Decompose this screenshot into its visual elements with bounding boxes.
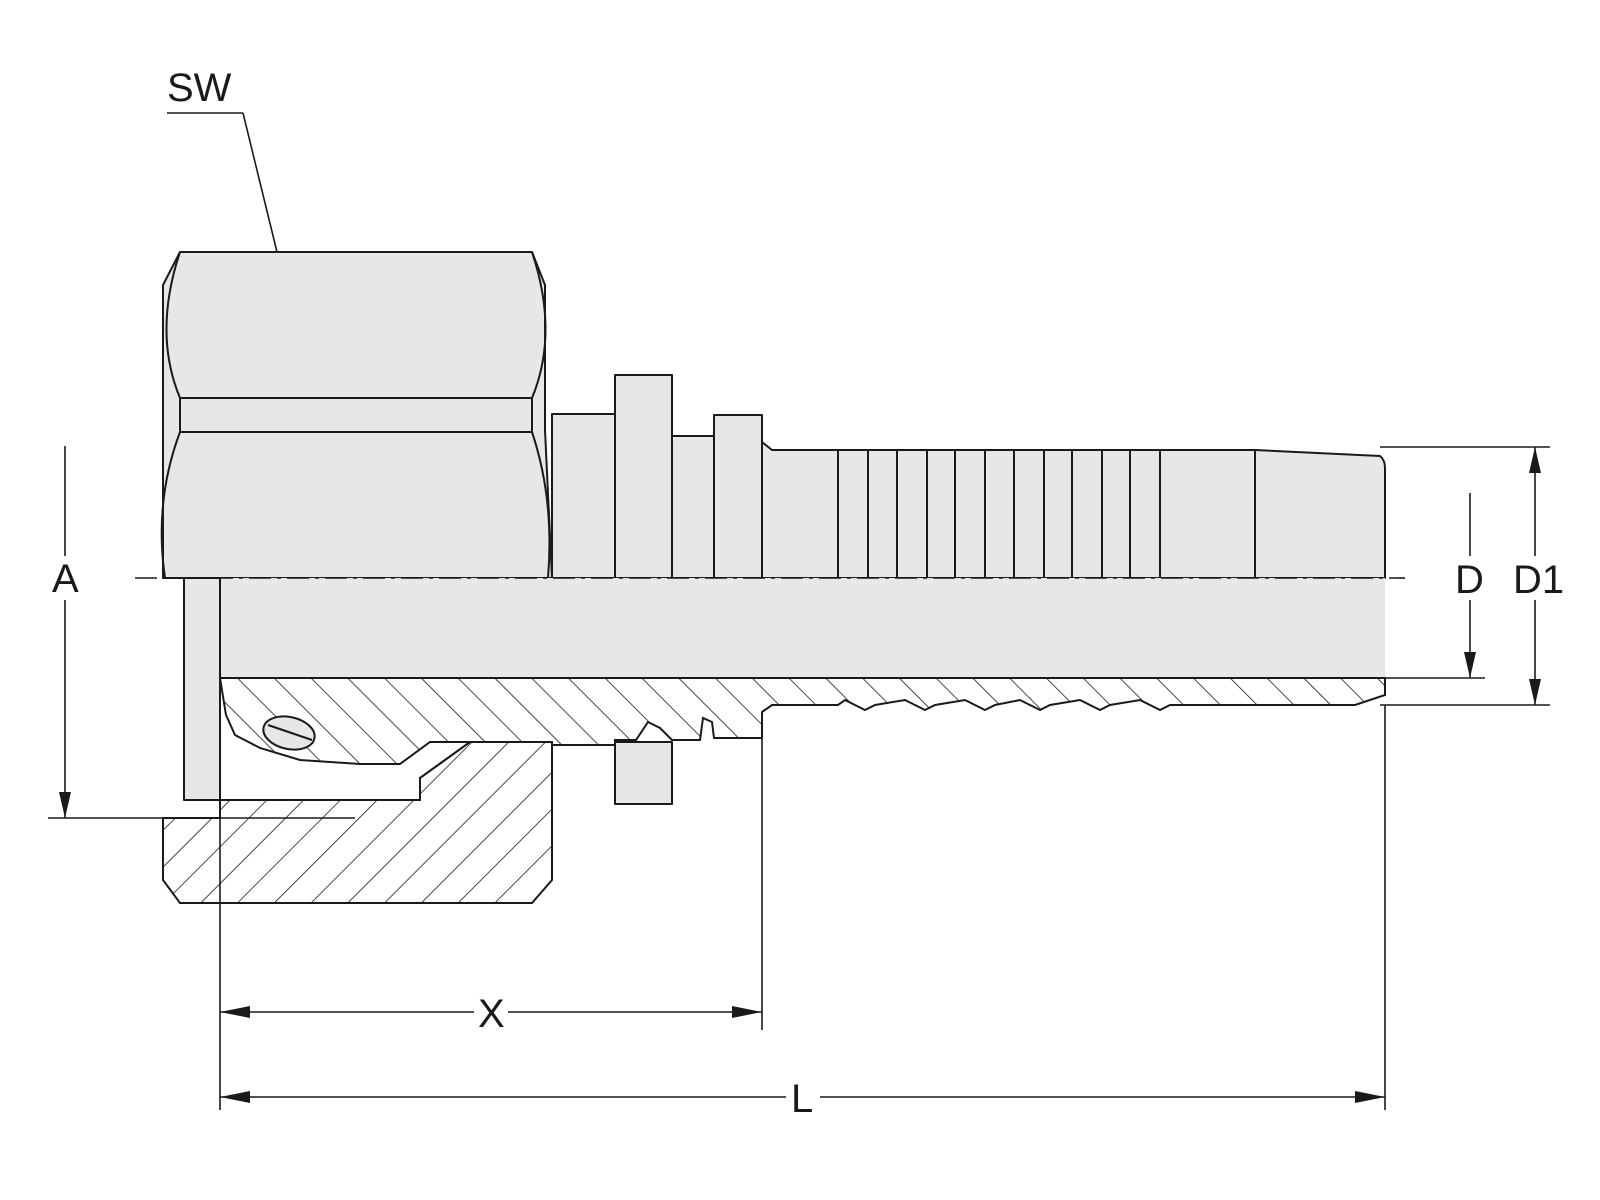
a-label: A — [52, 557, 79, 601]
stem-section — [218, 677, 1386, 765]
collar-section — [614, 741, 673, 805]
l-dimension: L — [220, 705, 1386, 1121]
d1-label: D1 — [1513, 558, 1564, 602]
nut-section — [162, 741, 553, 904]
x-dimension: X — [219, 738, 763, 1110]
d-dimension: D — [1385, 493, 1488, 679]
d1-dimension: D1 — [1380, 446, 1564, 706]
sw-dimension: SW — [167, 66, 278, 253]
d-label: D — [1455, 558, 1484, 602]
nut-exterior — [160, 251, 553, 579]
a-dimension: A — [48, 446, 355, 819]
stem-exterior — [551, 374, 1386, 579]
sw-label: SW — [167, 66, 232, 110]
x-label: X — [478, 992, 505, 1036]
l-label: L — [791, 1077, 813, 1121]
